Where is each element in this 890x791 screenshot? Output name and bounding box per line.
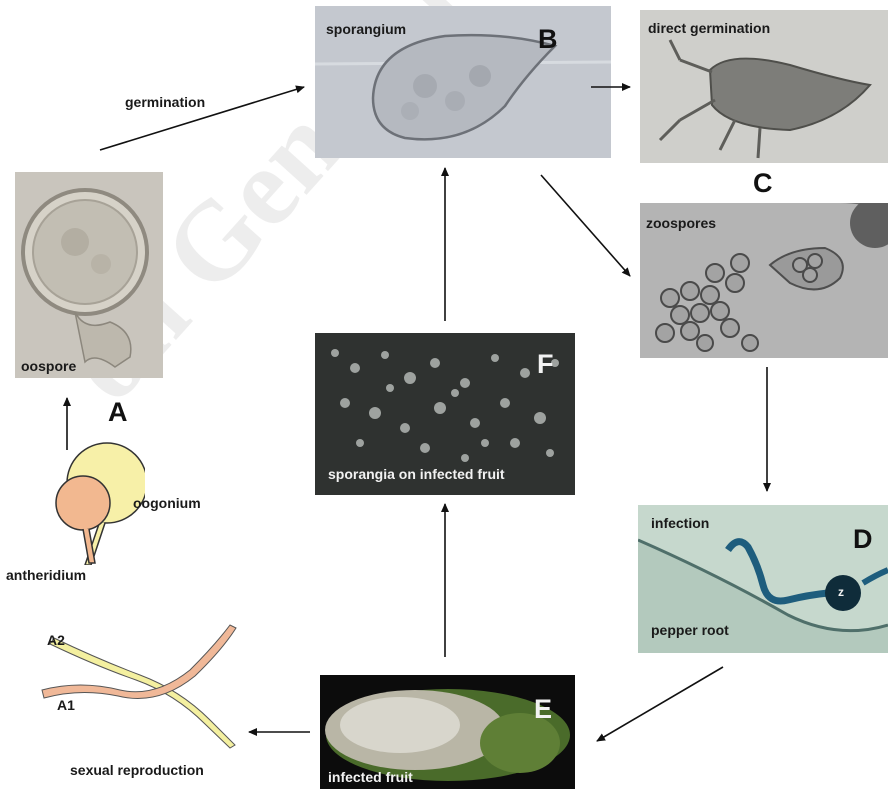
a1-label: A1	[57, 697, 75, 713]
a1-strand	[42, 625, 236, 699]
zoospores-panel: zoospores	[640, 203, 888, 358]
oospore-micrograph	[15, 172, 163, 378]
arrow-sporangium-to-zoospores	[541, 175, 630, 276]
infection-caption: infection	[651, 515, 709, 531]
mating-type-strands-drawing	[40, 620, 250, 750]
arrow-infection-to-infected-fruit	[597, 667, 723, 741]
panel-letter-d: D	[853, 526, 873, 553]
a2-label: A2	[47, 632, 65, 648]
oogonium-antheridium-drawing	[45, 435, 145, 565]
antheridium-label: antheridium	[6, 567, 86, 583]
sporangia-on-fruit-panel: F sporangia on infected fruit	[315, 333, 575, 495]
infected-fruit-caption: infected fruit	[328, 769, 413, 785]
sporangium-panel: sporangium B	[315, 6, 611, 158]
stage-a-letter: A	[108, 399, 128, 426]
germination-label: germination	[125, 94, 205, 110]
zoospores-caption: zoospores	[646, 215, 716, 231]
direct-germination-caption: direct germination	[648, 20, 770, 36]
pepper-root-caption: pepper root	[651, 622, 729, 638]
oospore-caption: oospore	[21, 358, 76, 374]
panel-letter-f: F	[537, 351, 554, 378]
sporangium-caption: sporangium	[326, 21, 406, 37]
zoospore-z-label: z	[838, 585, 844, 599]
infection-panel: infection D pepper root z	[638, 505, 888, 653]
direct-germination-panel: direct germination	[640, 10, 888, 163]
sexual-reproduction-label: sexual reproduction	[70, 762, 204, 778]
panel-letter-c: C	[753, 170, 773, 197]
panel-letter-e: E	[534, 696, 552, 723]
panel-letter-b: B	[538, 26, 558, 53]
infected-fruit-panel: E infected fruit	[320, 675, 575, 789]
oogonium-label: oogonium	[133, 495, 201, 511]
antheridium-shape	[56, 476, 110, 530]
sporangia-on-fruit-caption: sporangia on infected fruit	[328, 466, 505, 482]
oospore-panel: oospore	[15, 172, 163, 378]
